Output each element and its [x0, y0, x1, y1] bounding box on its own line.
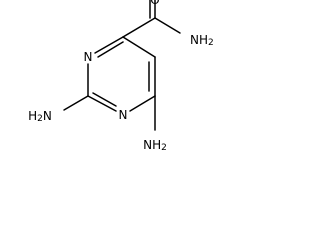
amine-group-bottom: NH2	[143, 138, 167, 153]
amine-group-left: H2N	[28, 109, 52, 124]
bond-n1-c4	[94, 36, 124, 54]
bond-c6-n3	[129, 95, 156, 112]
ring-nitrogen-bottom: N	[119, 108, 128, 122]
amide-nitrogen: NH2	[190, 33, 214, 48]
bond-n1-c4-double	[97, 41, 124, 58]
ring-nitrogen-left: N	[84, 50, 93, 64]
bond-n3-c2-double	[92, 92, 117, 107]
carbonyl-oxygen: O	[150, 0, 159, 7]
bond-c4-camide	[122, 17, 156, 38]
molecule-structure: N N H2N NH2 O NH2	[28, 0, 214, 153]
bond-n3-c2	[87, 95, 117, 112]
bond-c2-nh2	[63, 95, 89, 111]
bond-camide-n	[154, 17, 181, 34]
bond-c4-c5	[122, 36, 156, 58]
